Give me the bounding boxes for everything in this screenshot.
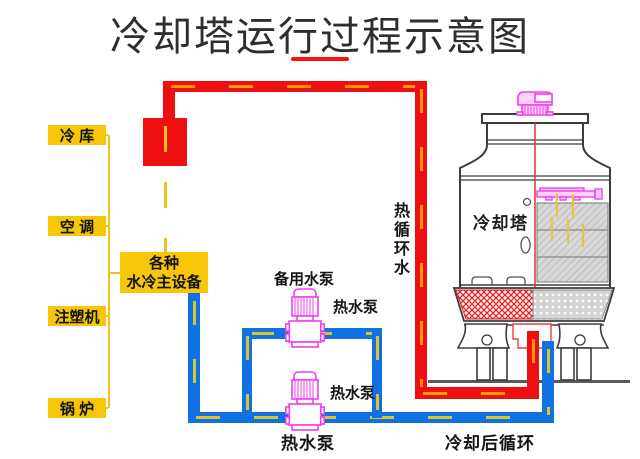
label-air-conditioner: 空 调 <box>48 216 106 236</box>
cold-pipe-tower-outlet <box>542 341 554 423</box>
title-underline <box>291 57 349 61</box>
backup-pump-icon <box>285 288 325 348</box>
cooled-circulation-label: 冷却后循环 <box>445 434 535 453</box>
hot-pipe-top <box>163 81 427 92</box>
backup-pump-label: 备用水泵 <box>274 271 335 288</box>
equipment-connector <box>110 272 120 274</box>
hot-water-pump-icon <box>285 371 325 431</box>
label-connector <box>106 315 108 317</box>
tower-label: 冷却塔 <box>473 213 529 233</box>
label-connector <box>106 225 108 227</box>
equipment-box-line2: 水冷主设备 <box>126 273 202 291</box>
cold-pipe-bypass-left <box>242 328 252 418</box>
sprinkler-icon <box>536 187 603 201</box>
hot-pipe-down <box>415 81 427 399</box>
fan-motor-icon <box>516 91 554 116</box>
label-connector <box>106 407 108 409</box>
label-injection-molding-text: 注塑机 <box>54 308 100 326</box>
hot-pipe-tower-inlet <box>527 331 539 399</box>
hot-pump-label-mid: 热水泵 <box>330 385 376 402</box>
cold-pipe-bypass-right <box>372 328 382 418</box>
label-injection-molding-machine: 注塑机 <box>48 306 106 326</box>
hot-pump-label-bottom: 热水泵 <box>281 434 335 453</box>
hot-pipe-bottom <box>415 387 539 399</box>
page-title: 冷却塔运行过程示意图 <box>110 15 530 59</box>
hot-pump-label-top: 热水泵 <box>333 299 379 316</box>
dashed-connector-line <box>164 126 167 252</box>
tower-port-details <box>471 197 532 285</box>
equipment-box: 各种 水冷主设备 <box>120 252 208 293</box>
cold-pipe-equipment-drop <box>188 293 200 423</box>
label-cold-storage: 冷 库 <box>48 125 106 145</box>
tower-basin <box>452 287 616 326</box>
label-connector <box>106 134 108 136</box>
tower-legs <box>456 323 610 381</box>
water-droplets-icon <box>550 193 585 247</box>
label-trunk-line <box>108 135 110 408</box>
label-boiler: 锅 炉 <box>48 398 106 418</box>
hot-circulation-label: 热循环水 <box>391 202 408 278</box>
label-air-conditioner-text: 空 调 <box>59 218 95 236</box>
equipment-box-line1: 各种 <box>148 254 179 272</box>
label-cold-storage-text: 冷 库 <box>59 127 95 145</box>
label-boiler-text: 锅 炉 <box>59 400 95 418</box>
cold-pipe-bottom <box>188 412 554 423</box>
